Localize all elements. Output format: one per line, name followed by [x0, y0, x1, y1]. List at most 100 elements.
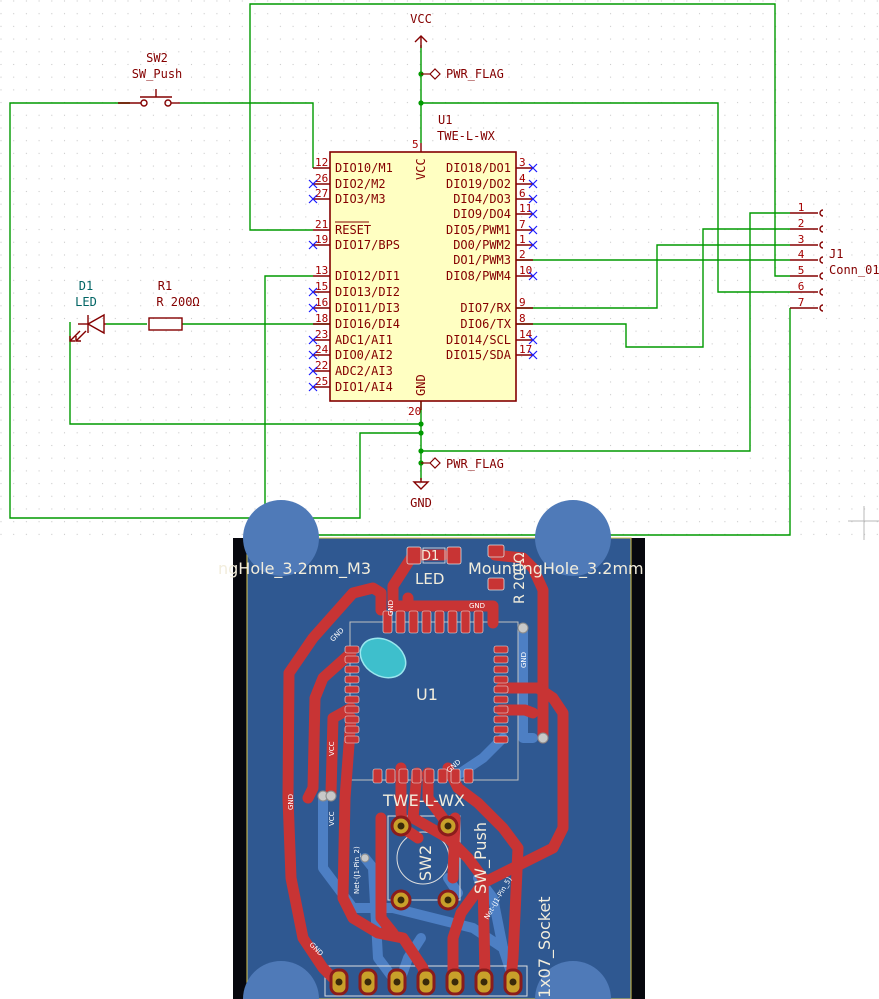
u1-body[interactable]: [329, 151, 517, 402]
sw2-value: SW_Push: [132, 67, 183, 81]
sw2-ref: SW2: [146, 51, 168, 65]
u1-left-pin-num: 18: [315, 312, 328, 325]
sw2-symbol[interactable]: [118, 89, 180, 107]
swpush-silk-label: SW_Push: [471, 822, 491, 894]
u1-right-pin-name: DIO15/SDA: [446, 348, 512, 362]
r1-ref: R1: [158, 279, 172, 293]
u1-right-pin-name: DIO5/PWM1: [446, 223, 511, 237]
net-j1-pin2-label: Net-(J1-Pin_2): [353, 846, 361, 894]
u1-pad: [434, 610, 445, 634]
gnd-net-label-2: GND: [287, 794, 295, 810]
twe-silk-label: TWE-L-WX: [382, 791, 465, 810]
j1-socket-icon: [819, 225, 824, 233]
no-connect-icon: [528, 240, 538, 250]
u1-gnd-pin-num: 20: [408, 405, 421, 418]
j1-pin-num: 7: [798, 296, 805, 309]
u1-left-pin-name: RESET: [335, 223, 371, 237]
u1-pad: [398, 768, 409, 784]
u1-left-pin-num: 21: [315, 218, 328, 231]
no-connect-icon: [308, 194, 318, 204]
u1-pad: [344, 675, 360, 684]
j1-pin-num: 5: [798, 264, 805, 277]
u1-left-pin-num: 23: [315, 328, 328, 341]
r1-value: R 200Ω: [156, 295, 199, 309]
u1-left-pin-num: 12: [315, 156, 328, 169]
no-connect-icon: [528, 335, 538, 345]
j1-pin-num: 2: [798, 217, 805, 230]
no-connect-icon: [528, 350, 538, 360]
u1-left-pin-name: DIO2/M2: [335, 177, 386, 191]
vcc-label: VCC: [410, 12, 432, 26]
d1-silk-label: D1: [421, 549, 439, 564]
u1-left-pin-name: DIO11/DI3: [335, 301, 400, 315]
u1-vcc-pin-num: 5: [412, 138, 419, 151]
u1-left-pin-name: DIO12/DI1: [335, 269, 400, 283]
u1-right-pin-name: DIO18/DO1: [446, 161, 511, 175]
u1-left-pin-name: DIO17/BPS: [335, 238, 400, 252]
j1-pin-num: 6: [798, 280, 805, 293]
vcc-net-label-1: VCC: [328, 741, 336, 756]
u1-pad: [344, 685, 360, 694]
j1-pad-drill: [393, 978, 401, 986]
u1-pads: [344, 610, 509, 784]
u1-pad: [493, 705, 509, 714]
u1-left-pin-name: ADC2/AI3: [335, 364, 393, 378]
u1-pad: [344, 655, 360, 664]
u1-left-pin-num: 27: [315, 187, 328, 200]
gnd-label: GND: [410, 496, 432, 510]
r-pads[interactable]: [487, 544, 505, 591]
j1-pin-num: 1: [798, 201, 805, 214]
j1-pin-num: 3: [798, 233, 805, 246]
u1-pad: [372, 768, 383, 784]
u1-value: TWE-L-WX: [437, 129, 496, 143]
u1-left-pin-name: DIO1/AI4: [335, 380, 393, 394]
mh-right-label: MountingHole_3.2mm: [468, 559, 644, 579]
no-connect-icon: [528, 163, 538, 173]
u1-right-pin-name: DIO19/DO2: [446, 177, 511, 191]
u1-right-pin-name: DIO7/RX: [460, 301, 511, 315]
u1-pad: [493, 685, 509, 694]
u1-pad: [382, 610, 393, 634]
vias: [317, 622, 549, 863]
u1-left-pin-name: DIO10/M1: [335, 161, 393, 175]
u1-left-pin-name: DIO0/AI2: [335, 348, 393, 362]
u1-right-pin-num: 4: [519, 172, 526, 185]
u1-right-pin-num: 6: [519, 187, 526, 200]
mounting-hole-bottom-left: [243, 961, 319, 999]
no-connect-icon: [528, 271, 538, 281]
u1-left-pin-num: 15: [315, 280, 328, 293]
no-connect-icon: [308, 350, 318, 360]
no-connect-icon: [528, 194, 538, 204]
r1-symbol[interactable]: [148, 317, 183, 331]
u1-right-pin-name: DIO9/DO4: [453, 207, 511, 221]
schematic-view: VCC PWR_FLAG PWR_FLAG GND U1 TWE-L-WX 5 …: [0, 0, 879, 540]
u1-left-pin-num: 24: [315, 343, 329, 356]
schematic-junctions: [418, 71, 424, 466]
gnd-power-symbol: [412, 478, 430, 490]
d1-pads[interactable]: [406, 546, 462, 565]
sw2-pads[interactable]: [390, 815, 459, 911]
u1-left-pin-num: 16: [315, 296, 328, 309]
d1-led-symbol[interactable]: [69, 313, 106, 342]
u1-pad: [493, 695, 509, 704]
pwr-flag-bottom-label: PWR_FLAG: [446, 457, 504, 471]
u1-right-pin-name: DIO8/PWM4: [446, 269, 511, 283]
u1-left-pin-num: 19: [315, 233, 328, 246]
u1-left-pin-num: 13: [315, 264, 328, 277]
u1-right-pin-name: DIO6/TX: [460, 317, 511, 331]
pcb-view: ngHole_3.2mm_M3 MountingHole_3.2mm D1 LE…: [218, 500, 645, 999]
u1-right-pin-num: 8: [519, 312, 526, 325]
j1-pad-drill: [335, 978, 343, 986]
crosshair-cursor-icon: [848, 506, 879, 540]
mounting-hole-top-right: [535, 500, 611, 576]
u1-pad: [493, 715, 509, 724]
gnd-net-label-5: GND: [387, 600, 395, 616]
no-connect-icon: [528, 225, 538, 235]
u1-pad: [344, 715, 360, 724]
u1-right-pin-num: 3: [519, 156, 526, 169]
u1-pad: [493, 735, 509, 744]
j1-pad-drill: [451, 978, 459, 986]
u1-pad: [344, 645, 360, 654]
u1-pad: [408, 610, 419, 634]
